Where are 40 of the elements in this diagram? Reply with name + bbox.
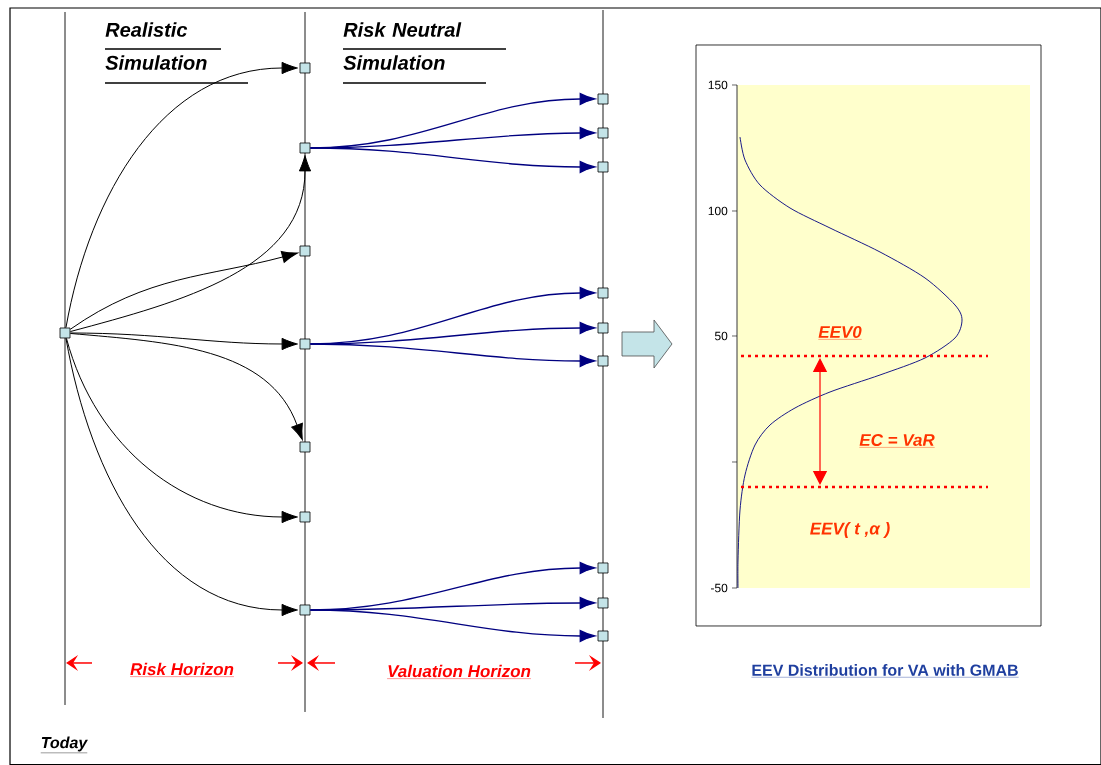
square-marker [597,597,609,609]
square-marker [299,511,311,523]
tick-label: -50 [711,583,728,593]
arrow [309,147,596,174]
square-marker [299,338,311,350]
square-marker [299,604,311,616]
chart-annotation: EC = VaR [859,433,935,448]
today-label: Today [40,736,88,754]
square-marker [597,93,609,105]
tick-label: 150 [708,80,728,90]
horizon-label: Risk Horizon [129,662,235,677]
square-marker [299,245,311,257]
square-marker [597,322,609,334]
arrow [65,337,298,617]
square-marker [597,161,609,173]
square-marker [597,630,609,642]
square-marker [299,62,311,74]
chart-caption: EEV Distribution for VA with GMAB [751,664,1019,678]
square-marker [597,287,609,299]
section-heading: Realistic Simulation [104,22,249,84]
tick-label: 100 [708,206,728,216]
square-marker [59,327,71,339]
chart-annotation: EEV0 [818,325,862,340]
arrow [69,251,299,330]
arrow [309,343,596,367]
arrow [65,337,298,524]
horizon-label: Valuation Horizon [386,664,532,679]
arrow [65,61,298,329]
square-marker [299,441,311,453]
square-marker [299,142,311,154]
arrow [69,155,312,333]
arrow [69,332,303,441]
arrow [69,332,298,351]
square-marker [597,127,609,139]
arrow [309,609,596,642]
square-marker [597,355,609,367]
section-heading: Risk Neutral Simulation [342,22,507,84]
chart-annotation: EEV( t ,α ) [810,522,890,538]
tick-label: 50 [714,331,728,341]
square-marker [597,562,609,574]
